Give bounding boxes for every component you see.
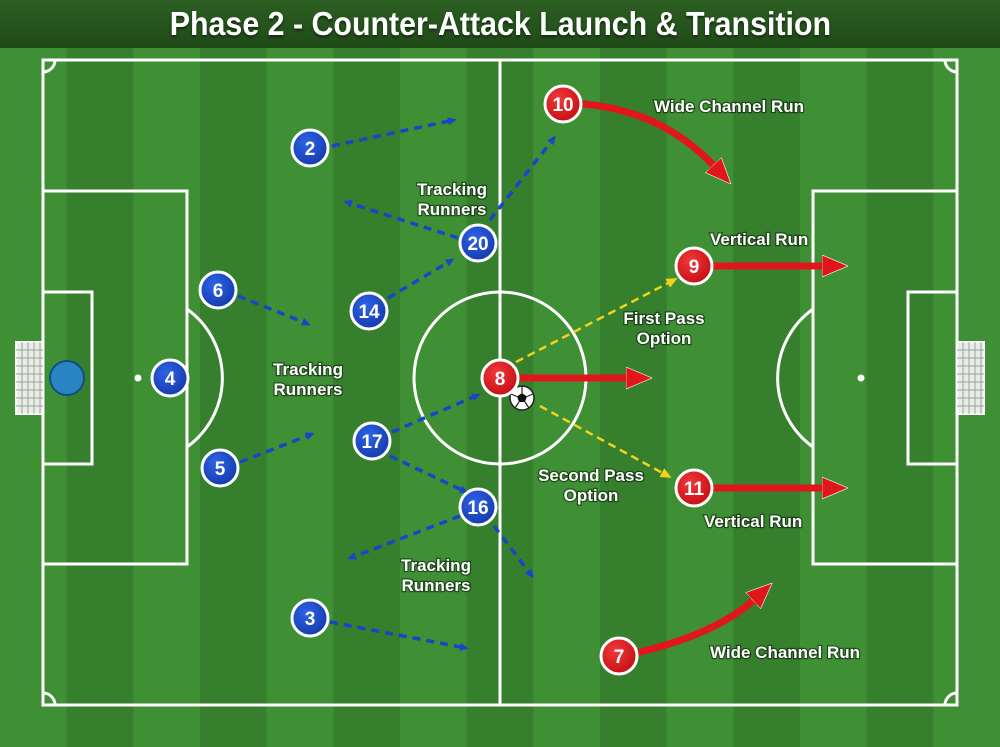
label-tracking-mid-2: Runners bbox=[274, 380, 343, 399]
blue-player-2: 2 bbox=[290, 128, 330, 168]
corner-arc-tr bbox=[943, 59, 958, 74]
player-number: 2 bbox=[305, 139, 316, 160]
blue-team: 2 20 6 14 4 17 bbox=[150, 128, 498, 638]
run-10-wide bbox=[580, 100, 716, 168]
player-number: 16 bbox=[467, 498, 488, 519]
player-number: 9 bbox=[689, 257, 700, 278]
run-20-back bbox=[343, 200, 459, 240]
label-second-pass-1: Second Pass bbox=[538, 466, 644, 485]
player-number: 6 bbox=[213, 281, 224, 302]
grass-stripe bbox=[333, 0, 401, 747]
blue-player-4: 4 bbox=[150, 358, 190, 398]
title-bar: Phase 2 - Counter-Attack Launch & Transi… bbox=[0, 0, 1000, 48]
blue-player-16: 16 bbox=[458, 487, 498, 527]
grass-stripe bbox=[733, 0, 801, 747]
run-16-back bbox=[347, 514, 461, 560]
right-goal-net bbox=[956, 341, 985, 415]
label-tracking-top-1: Tracking bbox=[417, 180, 487, 199]
grass-stripe bbox=[200, 0, 268, 747]
player-number: 3 bbox=[305, 609, 316, 630]
grass-stripe bbox=[533, 0, 601, 747]
left-goal-net bbox=[15, 341, 44, 415]
grass-stripe bbox=[866, 0, 934, 747]
corner-arc-bl bbox=[42, 691, 57, 706]
left-penalty-spot bbox=[134, 374, 142, 382]
diagram-title: Phase 2 - Counter-Attack Launch & Transi… bbox=[169, 5, 831, 42]
label-tracking-top-2: Runners bbox=[418, 200, 487, 219]
label-wide-run-top: Wide Channel Run bbox=[654, 97, 804, 116]
first-pass-line bbox=[515, 278, 678, 364]
player-number: 7 bbox=[614, 647, 625, 668]
player-number: 8 bbox=[495, 369, 506, 390]
red-player-7: 7 bbox=[599, 636, 639, 676]
ball-icon bbox=[509, 385, 535, 411]
player-number: 17 bbox=[361, 432, 382, 453]
blue-player-3: 3 bbox=[290, 598, 330, 638]
player-number: 10 bbox=[552, 95, 573, 116]
blue-player-6: 6 bbox=[198, 270, 238, 310]
label-tracking-bottom-2: Runners bbox=[402, 576, 471, 595]
run-2 bbox=[331, 117, 457, 148]
run-14 bbox=[387, 258, 455, 300]
player-number: 20 bbox=[467, 234, 488, 255]
corner-arc-br bbox=[943, 691, 958, 706]
second-pass-line bbox=[539, 404, 672, 478]
blue-tracking-runs bbox=[237, 117, 556, 651]
red-player-11: 11 bbox=[674, 468, 714, 508]
blue-player-17: 17 bbox=[352, 421, 392, 461]
grass-stripe bbox=[400, 0, 468, 747]
label-tracking-mid-1: Tracking bbox=[273, 360, 343, 379]
blue-player-20: 20 bbox=[458, 223, 498, 263]
run-6 bbox=[237, 294, 311, 326]
run-3 bbox=[329, 620, 469, 651]
right-penalty-arc bbox=[776, 307, 814, 449]
corner-arc-tl bbox=[42, 59, 57, 74]
goalkeeper-marker bbox=[49, 360, 85, 396]
blue-player-14: 14 bbox=[349, 291, 389, 331]
red-team: 10 9 8 11 7 bbox=[480, 84, 714, 676]
run-16-forward bbox=[492, 524, 534, 579]
label-first-pass-2: Option bbox=[637, 329, 692, 348]
player-number: 14 bbox=[358, 302, 380, 323]
player-number: 11 bbox=[684, 479, 705, 500]
run-17-to-8 bbox=[391, 393, 481, 434]
label-first-pass-1: First Pass bbox=[623, 309, 704, 328]
red-runs bbox=[514, 100, 826, 656]
player-number: 5 bbox=[215, 459, 226, 480]
run-7-wide bbox=[636, 598, 756, 656]
red-player-9: 9 bbox=[674, 246, 714, 286]
pass-options bbox=[515, 278, 678, 478]
grass-stripe bbox=[800, 0, 868, 747]
run-17-to-16 bbox=[389, 454, 469, 494]
left-penalty-arc bbox=[186, 307, 224, 449]
player-number: 4 bbox=[165, 369, 176, 390]
right-penalty-spot bbox=[857, 374, 865, 382]
label-second-pass-2: Option bbox=[564, 486, 619, 505]
blue-player-5: 5 bbox=[200, 448, 240, 488]
label-vertical-run-top: Vertical Run bbox=[710, 230, 808, 249]
red-player-8: 8 bbox=[480, 358, 520, 398]
run-20-forward bbox=[488, 135, 556, 222]
red-player-10: 10 bbox=[543, 84, 583, 124]
label-vertical-run-bottom: Vertical Run bbox=[704, 512, 802, 531]
label-wide-run-bottom: Wide Channel Run bbox=[710, 643, 860, 662]
annotations: Wide Channel Run Vertical Run Vertical R… bbox=[272, 96, 861, 664]
label-tracking-bottom-1: Tracking bbox=[401, 556, 471, 575]
